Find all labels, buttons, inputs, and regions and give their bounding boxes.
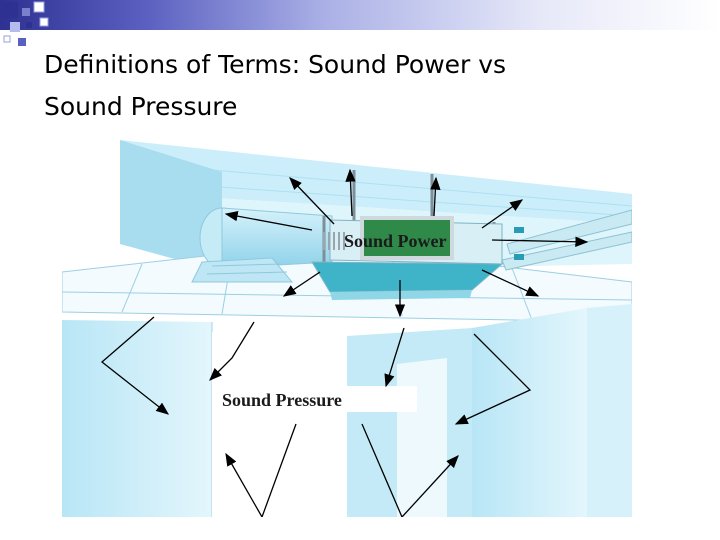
room-back-wall — [212, 332, 347, 517]
pipes — [501, 209, 632, 271]
slide-title: Definitions of Terms: Sound Power vs Sou… — [44, 44, 684, 128]
sound-power-label: Sound Power — [344, 231, 447, 251]
supply-duct — [191, 207, 333, 283]
sound-power-pressure-illustration: Sound Power Sound Pressure — [62, 140, 632, 517]
sound-pressure-arrows — [100, 316, 532, 517]
room-left-wall — [62, 320, 213, 517]
fan-coil-unit — [311, 216, 504, 300]
slide-title-line-2: Sound Pressure — [44, 92, 238, 121]
sound-pressure-label: Sound Pressure — [222, 390, 342, 410]
sound-power-arrows — [224, 168, 589, 318]
decorative-squares-icon — [2, 1, 49, 46]
header-gradient-bar — [0, 0, 720, 30]
slide-title-line-1: Definitions of Terms: Sound Power vs — [44, 50, 507, 79]
